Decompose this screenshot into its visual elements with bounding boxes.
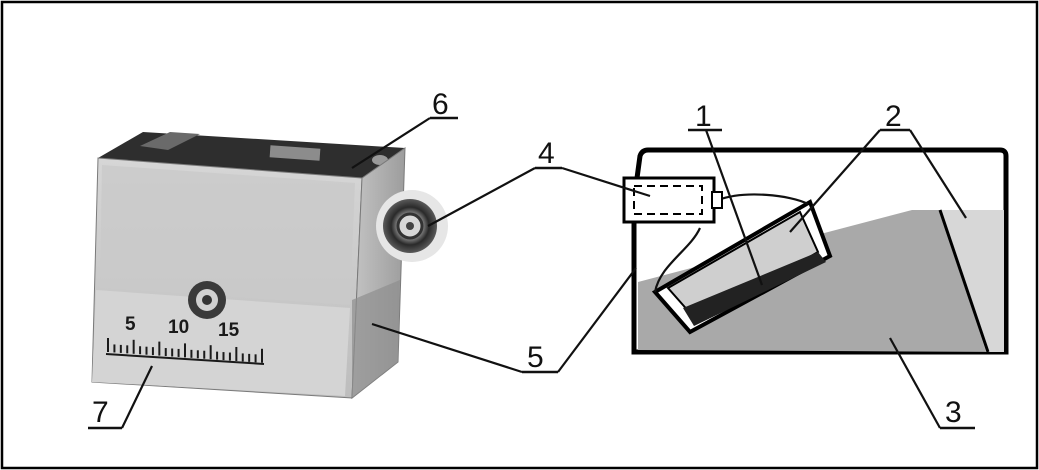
scale-number-10: 10 bbox=[168, 317, 189, 338]
signal-wire bbox=[717, 193, 809, 205]
cable-connector bbox=[622, 176, 723, 224]
label-3: 3 bbox=[945, 396, 962, 429]
probe-scale-plate bbox=[92, 290, 350, 396]
scale-baseline bbox=[105, 353, 265, 365]
label-4: 4 bbox=[538, 137, 555, 170]
label-6: 6 bbox=[432, 88, 449, 121]
leader-lines bbox=[88, 116, 975, 430]
probe-cross-section bbox=[622, 147, 1009, 355]
label-2: 2 bbox=[885, 100, 902, 133]
label-1: 1 bbox=[695, 100, 712, 133]
probe-connector bbox=[376, 190, 448, 262]
scale-ruler bbox=[105, 338, 265, 365]
label-5: 5 bbox=[527, 341, 544, 374]
label-7: 7 bbox=[92, 396, 109, 429]
scale-number-5: 5 bbox=[125, 314, 136, 335]
damper-block bbox=[940, 210, 1004, 352]
scale-screw bbox=[188, 281, 226, 319]
probe-photo: 5 10 15 bbox=[91, 132, 448, 400]
piezo-element bbox=[651, 199, 833, 335]
scale-number-15: 15 bbox=[218, 320, 240, 341]
wedge bbox=[638, 210, 1004, 352]
